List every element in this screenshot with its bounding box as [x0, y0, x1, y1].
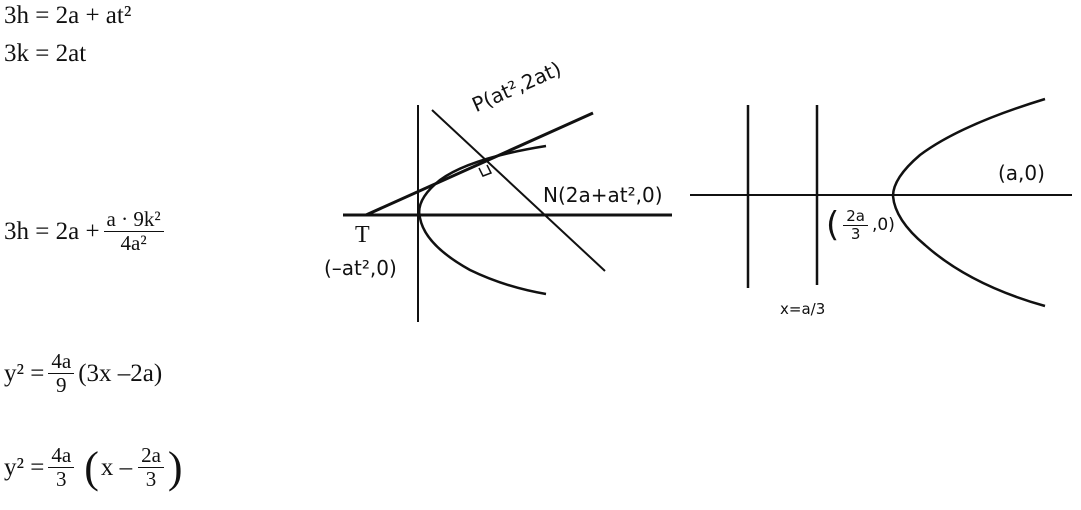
parabola-curve: [417, 144, 547, 296]
normal-line: [431, 109, 606, 272]
eq5-open-paren: (: [84, 443, 99, 492]
parabola-diagram-2: [690, 97, 1072, 308]
eq4-lhs: y² =: [4, 359, 45, 387]
eq3-lhs: 3h = 2a +: [4, 217, 100, 245]
focus-label: (a,0): [998, 161, 1045, 185]
parabola-curve-2: [891, 97, 1046, 308]
eq5-x: x –: [100, 453, 133, 481]
eq4-den: 9: [56, 373, 67, 398]
eq5-close-paren: ): [167, 443, 183, 492]
vertex-num: 2a: [843, 208, 869, 226]
eq4-num: 4a: [48, 349, 75, 375]
eq3-den: 4a²: [120, 231, 147, 256]
eq5-inner-den: 3: [145, 467, 157, 491]
point-t-label: T: [355, 222, 370, 248]
vertex-rest: ,0): [872, 215, 895, 235]
vertex-den: 3: [850, 224, 861, 243]
vertex-open-paren: (: [826, 205, 840, 245]
equation-1: 3h = 2a + at²: [4, 2, 132, 29]
point-n-label: N(2a+at²,0): [543, 183, 663, 207]
eq5-den: 3: [56, 467, 67, 491]
eq5-inner-num: 2a: [138, 443, 164, 468]
eq4-rhs: (3x –2a): [78, 359, 163, 387]
point-t-coord: (–at²,0): [324, 256, 397, 280]
eq3-num: a · 9k²: [103, 207, 164, 233]
equation-2: 3k = 2at: [4, 40, 87, 67]
tangent-line: [365, 111, 594, 217]
parabola-diagram-1: [343, 105, 672, 322]
eq5-num: 4a: [48, 443, 75, 468]
eq5-lhs: y² =: [4, 453, 45, 481]
directrix-label: x=a/3: [780, 300, 826, 318]
right-angle-marker: [478, 164, 493, 177]
